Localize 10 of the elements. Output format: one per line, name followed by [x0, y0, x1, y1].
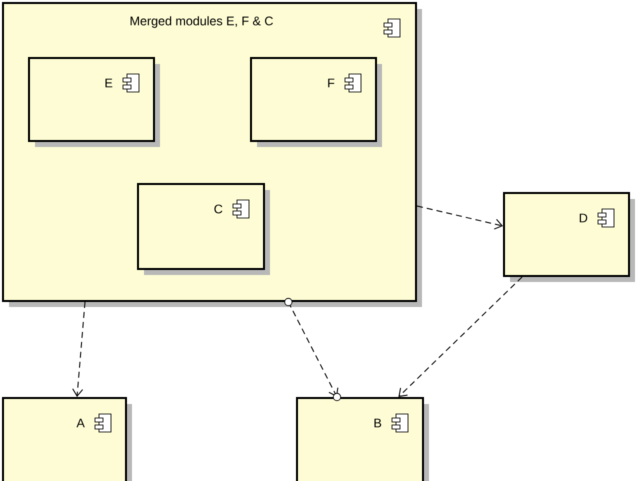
component-box: D	[503, 192, 636, 282]
dependency-arrow	[72, 302, 86, 397]
component-box: C	[137, 183, 270, 275]
component-box: B	[296, 397, 429, 481]
component-box: E	[28, 57, 160, 147]
dependency-arrow	[398, 276, 523, 397]
dependency-arrow	[284, 298, 342, 402]
component-box: F	[250, 57, 382, 147]
dependency-arrow	[416, 206, 503, 230]
component-box: A	[2, 397, 132, 481]
